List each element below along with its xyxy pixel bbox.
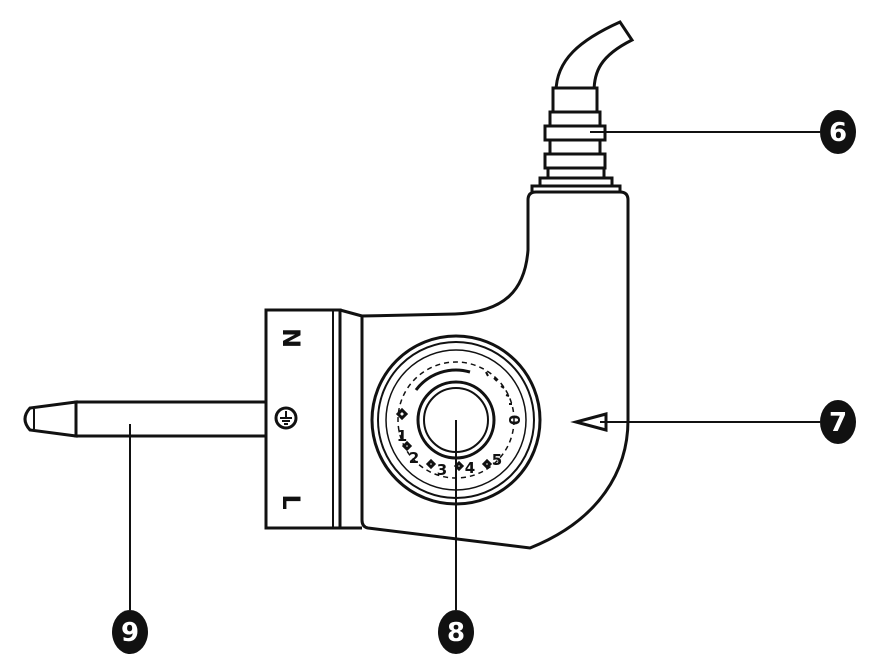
- callout-9-label: 9: [121, 618, 139, 648]
- dial-label-1: 1: [397, 427, 407, 445]
- dial-label-4: 4: [465, 459, 475, 477]
- callout-7-label: 7: [829, 408, 847, 438]
- plate-letter-l-text: L: [277, 494, 305, 509]
- plate-letter-n-text: N: [277, 328, 305, 348]
- strain-relief: [530, 110, 622, 198]
- dial-label-2: 2: [409, 449, 419, 467]
- plate-letter-n: N: [277, 328, 305, 348]
- dial-label-5: 5: [492, 451, 502, 469]
- callout-9: 9: [112, 610, 148, 654]
- callout-8: 8: [438, 610, 474, 654]
- plate-letter-l: L: [277, 494, 305, 509]
- dial-scale-ticks: [485, 371, 512, 405]
- callout-7: 7: [820, 400, 856, 444]
- dial-label-3: 3: [437, 461, 447, 479]
- dial-label-0: 0: [505, 415, 523, 425]
- earth-icon: [274, 406, 298, 430]
- leader-lines: [129, 131, 820, 610]
- callout-8-label: 8: [447, 618, 465, 648]
- power-cable: [551, 20, 635, 118]
- dial-markers: [395, 407, 493, 472]
- callout-6: 6: [820, 110, 856, 154]
- probe-rod: [23, 400, 268, 438]
- callout-6-label: 6: [829, 118, 847, 148]
